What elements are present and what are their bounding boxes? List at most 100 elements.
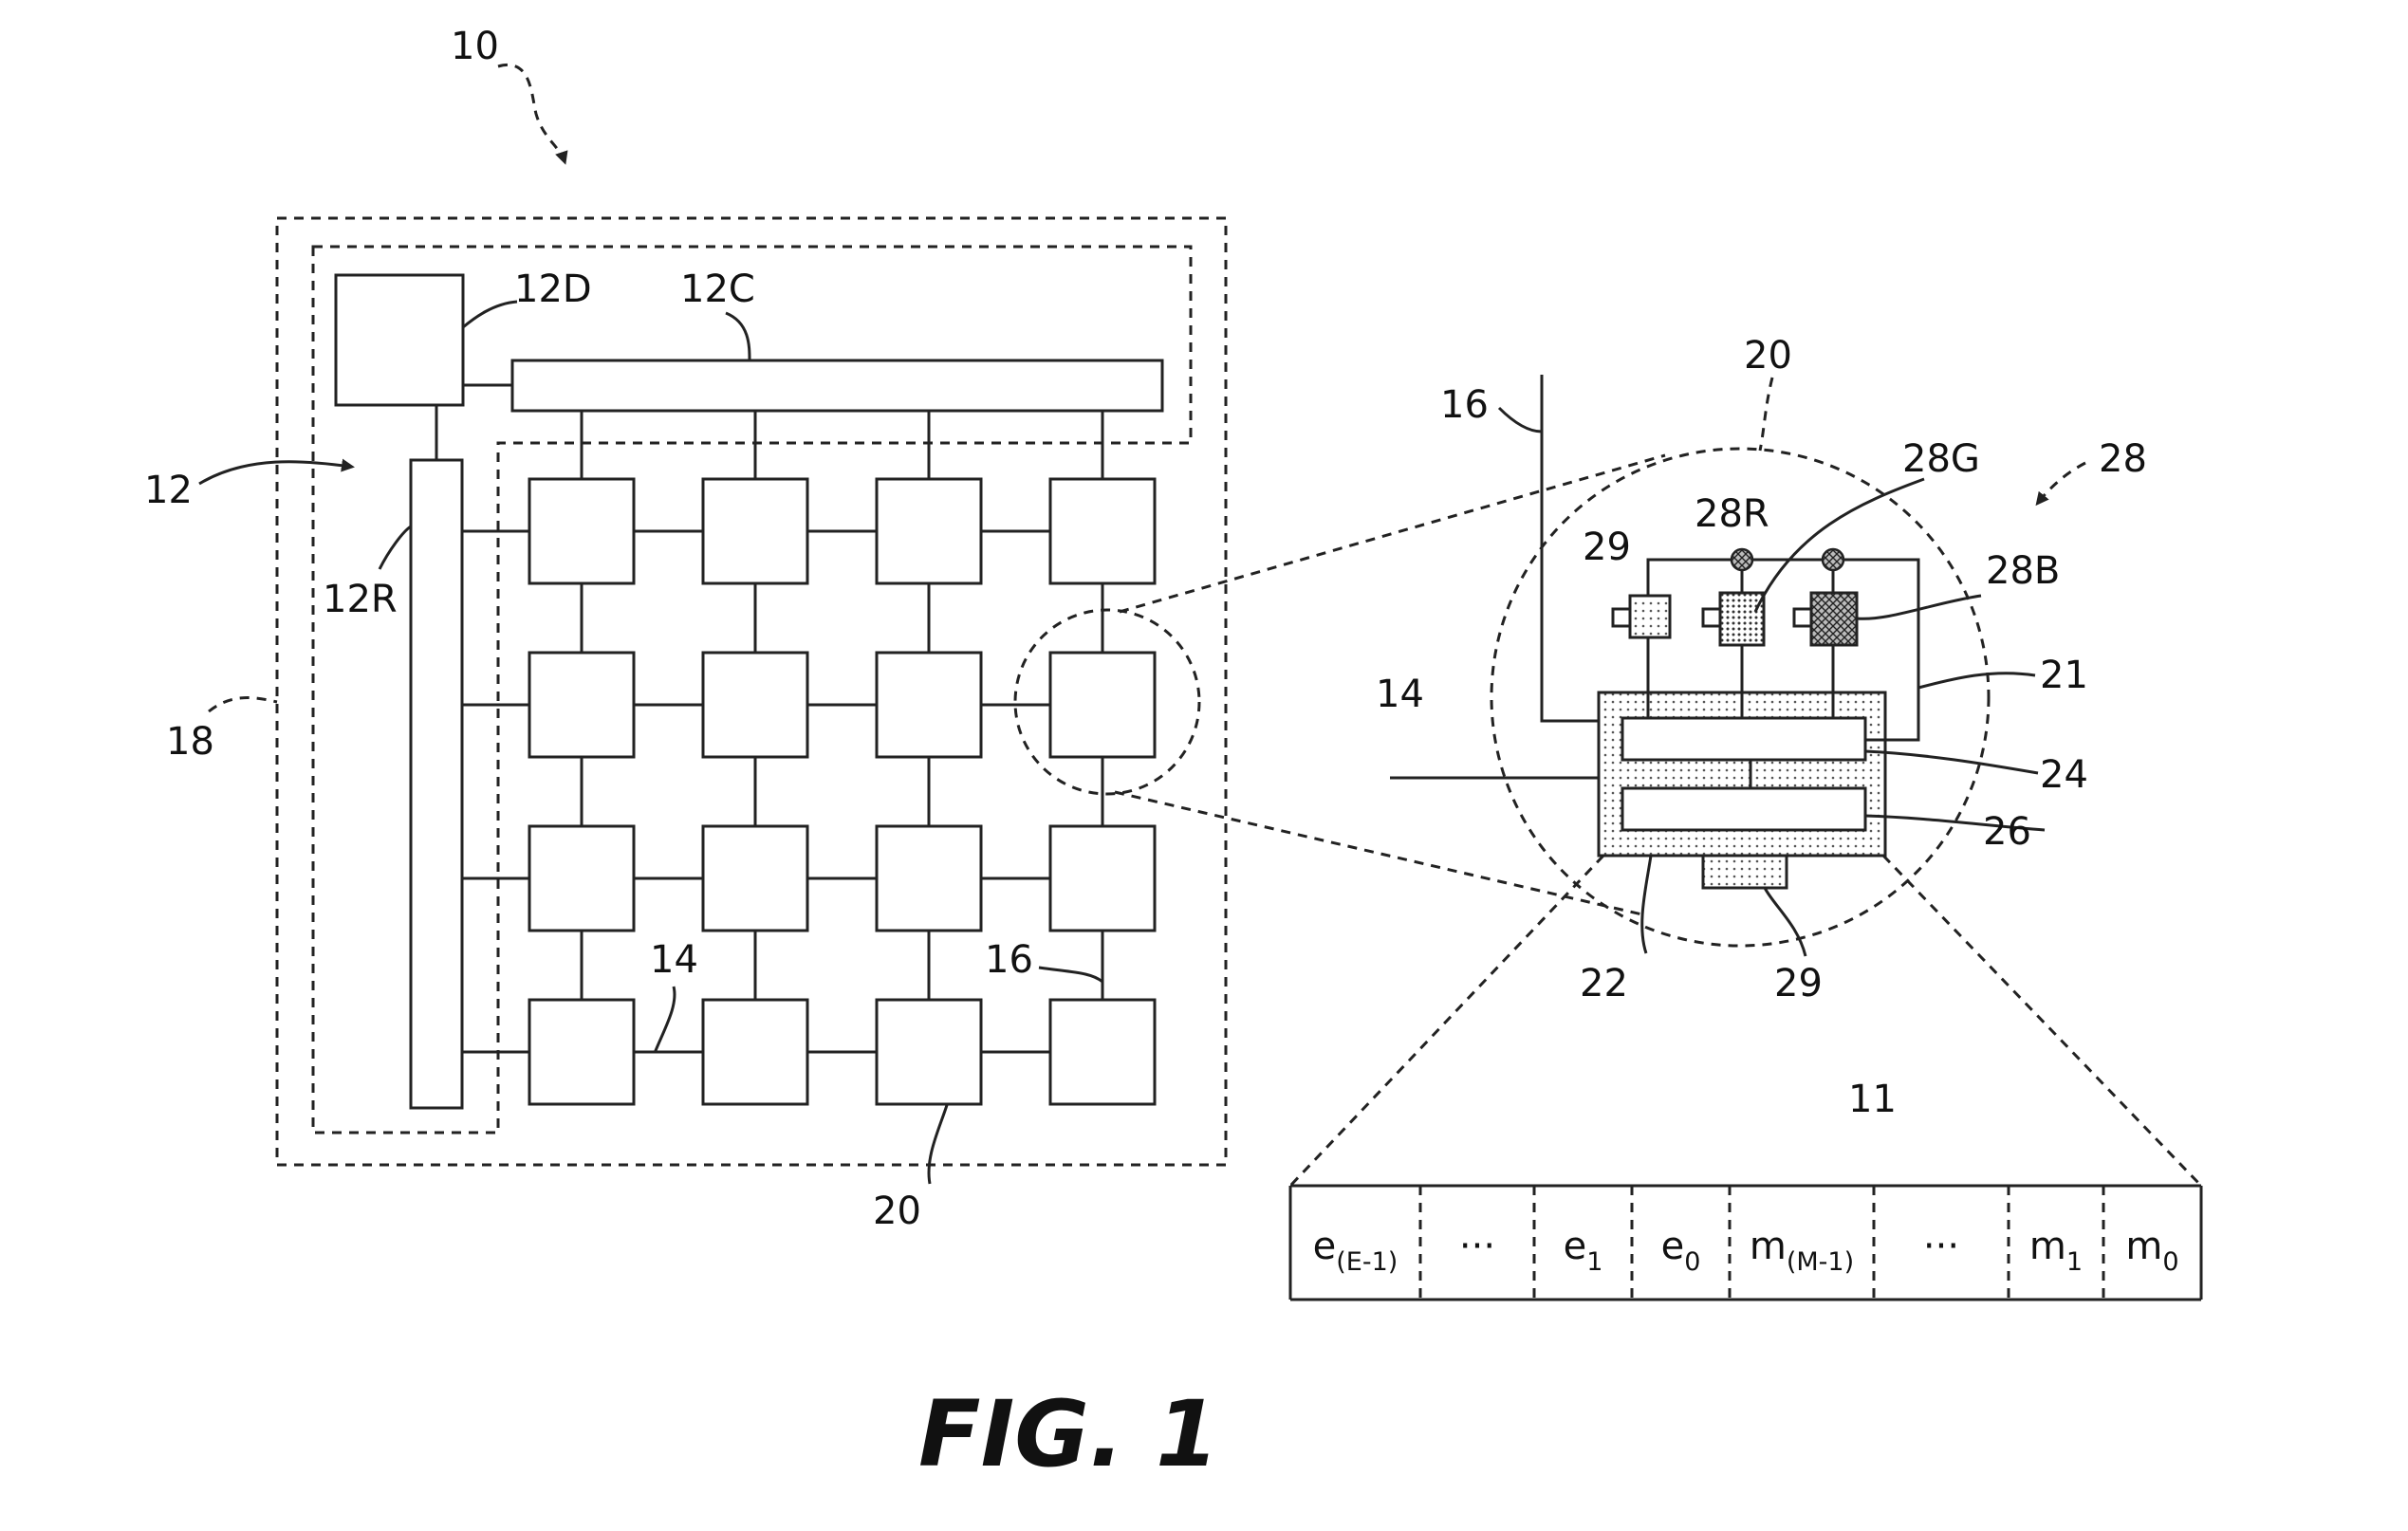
label-26: 26 bbox=[1983, 810, 2031, 854]
pixel-cell bbox=[875, 651, 983, 759]
figure-title: FIG. 1 bbox=[918, 1381, 1219, 1487]
leader-14 bbox=[653, 986, 676, 1054]
leader-18 bbox=[208, 696, 278, 713]
data-word-cell-subscript: 1 bbox=[2066, 1247, 2083, 1277]
data-word-cell: m1 bbox=[2029, 1225, 2083, 1277]
data-word-cell-subscript: 0 bbox=[2162, 1247, 2178, 1277]
leader-28g bbox=[1753, 477, 1925, 613]
data-word-cell-subscript: (E-1) bbox=[1336, 1247, 1398, 1277]
label-11: 11 bbox=[1848, 1078, 1897, 1121]
data-word-cell-base: ··· bbox=[1923, 1225, 1959, 1268]
controller-c-bar bbox=[510, 359, 1164, 413]
boundary-18 bbox=[275, 216, 1228, 1167]
label-22: 22 bbox=[1580, 962, 1628, 1005]
leader-20r bbox=[1758, 377, 1774, 452]
data-word-cell-base: e bbox=[1661, 1225, 1685, 1268]
memory-26 bbox=[1621, 786, 1867, 832]
magnifier-small bbox=[1013, 608, 1201, 796]
pixel-cell bbox=[875, 998, 983, 1106]
pixel-cell bbox=[1048, 824, 1157, 932]
arrow-12 bbox=[198, 458, 355, 486]
zoom-left bbox=[1288, 854, 1605, 1188]
node-28r bbox=[1730, 547, 1754, 572]
label-28: 28 bbox=[2099, 437, 2147, 481]
data-word-cell: ··· bbox=[1459, 1225, 1495, 1268]
leader-22 bbox=[1640, 855, 1653, 954]
label-12d: 12D bbox=[514, 267, 592, 311]
data-word-cell-base: m bbox=[2125, 1225, 2162, 1268]
leader-12c bbox=[725, 311, 751, 361]
pixel-cell bbox=[528, 651, 636, 759]
system-diagram bbox=[275, 216, 1666, 1167]
data-word-cell: ··· bbox=[1923, 1225, 1959, 1268]
label-28r: 28R bbox=[1695, 492, 1769, 536]
label-29-top: 29 bbox=[1583, 526, 1631, 569]
zoom-right bbox=[1881, 854, 2203, 1188]
pixel-cell bbox=[528, 477, 636, 585]
pixel-cell bbox=[528, 998, 636, 1106]
pixel-cell bbox=[701, 651, 809, 759]
node-28b bbox=[1821, 547, 1845, 572]
data-word-cell-base: m bbox=[1750, 1225, 1787, 1268]
label-21: 21 bbox=[2040, 654, 2088, 697]
emitter-28b bbox=[1809, 591, 1859, 647]
label-14-detail: 14 bbox=[1376, 673, 1424, 716]
emitter-28b-tab bbox=[1792, 607, 1813, 628]
label-12r: 12R bbox=[323, 578, 398, 621]
label-12: 12 bbox=[144, 469, 193, 512]
pixel-cell bbox=[1048, 477, 1157, 585]
data-word-cell: e0 bbox=[1661, 1225, 1701, 1277]
data-word-cell-base: m bbox=[2029, 1225, 2066, 1268]
labels: 10 12 12D 12C 12R 18 14 16 20 16 20 28G … bbox=[144, 25, 2147, 1487]
arrow-28 bbox=[2035, 461, 2086, 507]
pixel-detail bbox=[1288, 375, 2203, 1188]
data-word-cell: e1 bbox=[1564, 1225, 1603, 1277]
label-14: 14 bbox=[650, 938, 698, 982]
pixel-cell bbox=[875, 824, 983, 932]
label-24: 24 bbox=[2040, 753, 2088, 797]
sensor-29-bottom bbox=[1701, 854, 1788, 890]
emitter-28r-tab bbox=[1701, 607, 1722, 628]
label-10: 10 bbox=[451, 25, 499, 68]
label-28b: 28B bbox=[1986, 549, 2060, 593]
leader-12d bbox=[462, 300, 518, 329]
leader-21 bbox=[1917, 672, 2036, 690]
label-20: 20 bbox=[873, 1190, 921, 1233]
pixel-cell bbox=[1048, 998, 1157, 1106]
pixel-cell bbox=[701, 477, 809, 585]
leader-16r bbox=[1497, 406, 1543, 433]
data-word-cell-subscript: 0 bbox=[1684, 1247, 1700, 1277]
leader-29b bbox=[1763, 887, 1807, 957]
label-12c: 12C bbox=[680, 267, 755, 311]
data-word-cell: m0 bbox=[2125, 1225, 2178, 1277]
label-16-detail: 16 bbox=[1440, 383, 1489, 427]
label-18: 18 bbox=[166, 720, 214, 764]
projection-bottom bbox=[1114, 790, 1647, 917]
pixel-cell bbox=[528, 824, 636, 932]
controller-region bbox=[311, 245, 1193, 1134]
leader-28b bbox=[1856, 594, 1982, 620]
magnifier-large bbox=[1490, 447, 1991, 948]
label-29-bottom: 29 bbox=[1774, 962, 1823, 1005]
controller-r-bar bbox=[409, 458, 464, 1110]
leader-12r bbox=[378, 525, 412, 570]
leader-24 bbox=[1864, 749, 2039, 775]
data-word-cell: m(M-1) bbox=[1750, 1225, 1854, 1277]
left-leaders bbox=[198, 63, 1103, 1185]
arrow-10 bbox=[497, 63, 568, 165]
leader-26 bbox=[1864, 814, 2046, 832]
sensor-29-tab bbox=[1611, 607, 1632, 628]
pixel-cell bbox=[875, 477, 983, 585]
pixel-cell bbox=[701, 824, 809, 932]
data-word-cell-subscript: 1 bbox=[1586, 1247, 1602, 1277]
data-word-cell-base: ··· bbox=[1459, 1225, 1495, 1268]
leader-20 bbox=[927, 1104, 949, 1185]
pixel-grid bbox=[528, 477, 1157, 1106]
data-word-cell-base: e bbox=[1313, 1225, 1337, 1268]
data-word-cell: e(E-1) bbox=[1313, 1225, 1398, 1277]
emitter-28r bbox=[1718, 591, 1766, 647]
column-line-16 bbox=[1540, 375, 1599, 723]
leader-16 bbox=[1038, 966, 1103, 984]
